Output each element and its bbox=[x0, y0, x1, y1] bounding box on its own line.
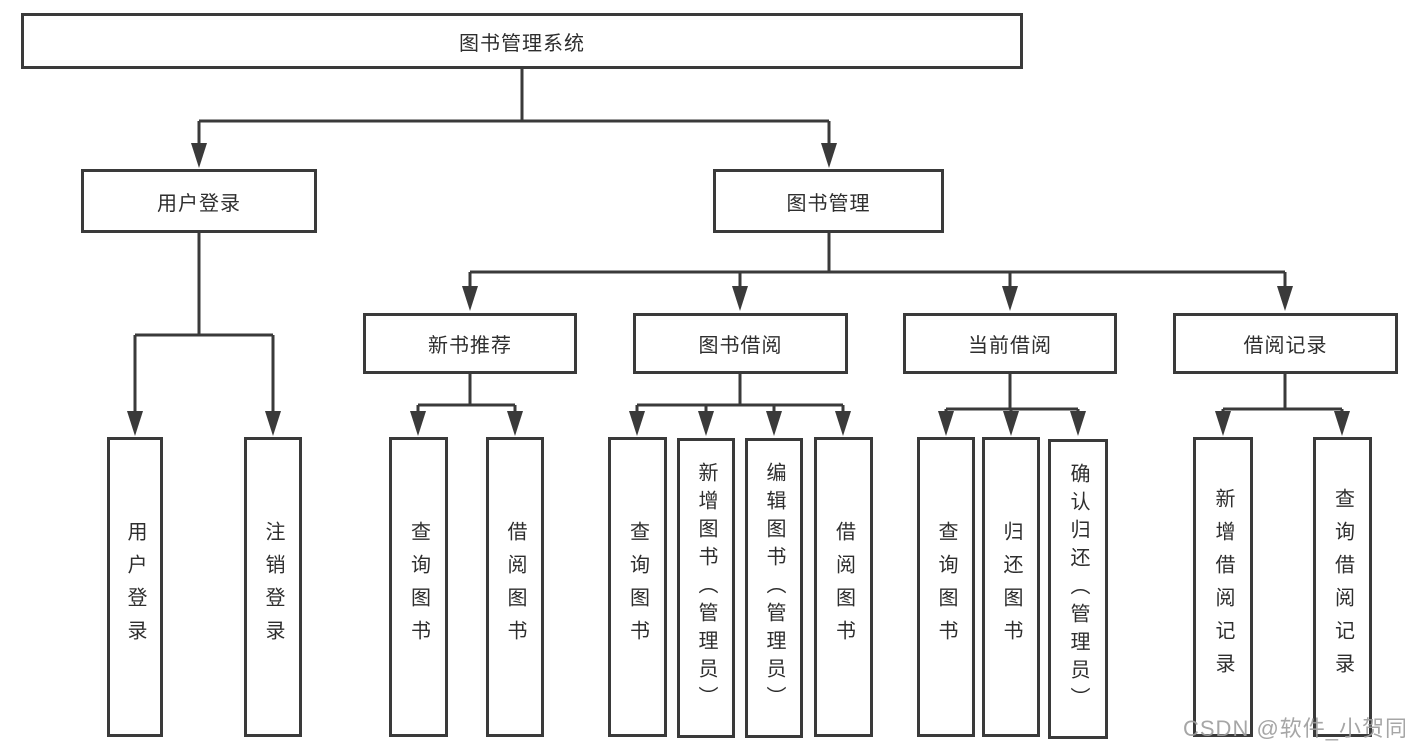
node-label: 借阅记录 bbox=[1243, 335, 1328, 357]
arrowhead-icon bbox=[265, 411, 281, 436]
node-label: 编辑图书（管理员） bbox=[763, 462, 785, 714]
arrowhead-icon bbox=[821, 143, 837, 168]
node-label: 借阅图书 bbox=[504, 521, 526, 653]
arrowhead-icon bbox=[1003, 411, 1019, 436]
node-label: 当前借阅 bbox=[968, 335, 1052, 357]
arrowhead-icon bbox=[1334, 411, 1350, 436]
arrowhead-icon bbox=[835, 411, 851, 436]
node-book-management: 图书管理 bbox=[713, 169, 944, 233]
node-user-login: 用户登录 bbox=[81, 169, 317, 233]
arrowhead-icon bbox=[1277, 286, 1293, 311]
arrowhead-icon bbox=[766, 411, 782, 436]
leaf-query-borrow-record: 查询借阅记录 bbox=[1313, 437, 1372, 737]
node-label: 新增图书（管理员） bbox=[695, 462, 717, 714]
arrowhead-icon bbox=[127, 411, 143, 436]
node-new-book-recommend: 新书推荐 bbox=[363, 313, 577, 374]
leaf-confirm-return-admin: 确认归还（管理员） bbox=[1048, 439, 1108, 739]
node-current-borrow: 当前借阅 bbox=[903, 313, 1117, 374]
node-label: 查询图书 bbox=[626, 521, 649, 653]
fork-user-login bbox=[133, 233, 275, 414]
leaf-query-books-current: 查询图书 bbox=[917, 437, 975, 737]
leaf-user-login: 用户登录 bbox=[107, 437, 163, 737]
node-library-management-system: 图书管理系统 bbox=[21, 13, 1023, 69]
fork-book-borrow bbox=[635, 374, 845, 414]
node-label: 查询借阅记录 bbox=[1331, 488, 1354, 686]
arrowhead-icon bbox=[698, 411, 714, 436]
node-label: 新增借阅记录 bbox=[1212, 488, 1234, 686]
node-label: 新书推荐 bbox=[428, 335, 512, 357]
leaf-return-books: 归还图书 bbox=[982, 437, 1040, 737]
fork-current-borrow bbox=[944, 374, 1080, 414]
arrowhead-icon bbox=[1070, 411, 1086, 436]
leaf-borrow-books: 借阅图书 bbox=[814, 437, 873, 737]
leaf-logout: 注销登录 bbox=[244, 437, 302, 737]
arrowhead-icon bbox=[507, 411, 523, 436]
arrowhead-icon bbox=[191, 143, 207, 168]
arrowhead-icon bbox=[410, 411, 426, 436]
node-label: 借阅图书 bbox=[832, 521, 855, 653]
arrowhead-icon bbox=[732, 286, 748, 311]
node-label: 归还图书 bbox=[1000, 521, 1022, 653]
arrowhead-icon bbox=[462, 286, 478, 311]
leaf-add-books-admin: 新增图书（管理员） bbox=[677, 438, 735, 738]
arrowhead-icon bbox=[629, 411, 645, 436]
node-label: 图书管理 bbox=[786, 192, 871, 215]
arrowhead-icon bbox=[1002, 286, 1018, 311]
node-label: 查询图书 bbox=[407, 521, 430, 653]
leaf-edit-books-admin: 编辑图书（管理员） bbox=[745, 438, 803, 738]
node-label: 查询图书 bbox=[935, 521, 957, 653]
csdn-watermark: CSDN @软件_小贺同学 bbox=[1183, 716, 1405, 741]
leaf-add-borrow-record: 新增借阅记录 bbox=[1193, 437, 1253, 737]
node-book-borrow: 图书借阅 bbox=[633, 313, 848, 374]
node-label: 图书管理系统 bbox=[459, 32, 585, 55]
arrowhead-icon bbox=[938, 411, 954, 436]
fork-root bbox=[197, 69, 831, 146]
fork-book-management bbox=[468, 233, 1287, 289]
fork-new-book-recommend bbox=[416, 374, 517, 414]
leaf-borrow-books-recommend: 借阅图书 bbox=[486, 437, 544, 737]
node-label: 确认归还（管理员） bbox=[1067, 463, 1089, 715]
node-label: 用户登录 bbox=[157, 192, 241, 215]
fork-borrow-records bbox=[1221, 374, 1344, 414]
node-label: 用户登录 bbox=[124, 521, 146, 653]
node-borrow-records: 借阅记录 bbox=[1173, 313, 1398, 374]
arrowhead-icon bbox=[1215, 411, 1231, 436]
leaf-query-books-borrow: 查询图书 bbox=[608, 437, 667, 737]
node-label: 图书借阅 bbox=[698, 335, 783, 357]
leaf-query-books-recommend: 查询图书 bbox=[389, 437, 448, 737]
node-label: 注销登录 bbox=[262, 521, 284, 653]
